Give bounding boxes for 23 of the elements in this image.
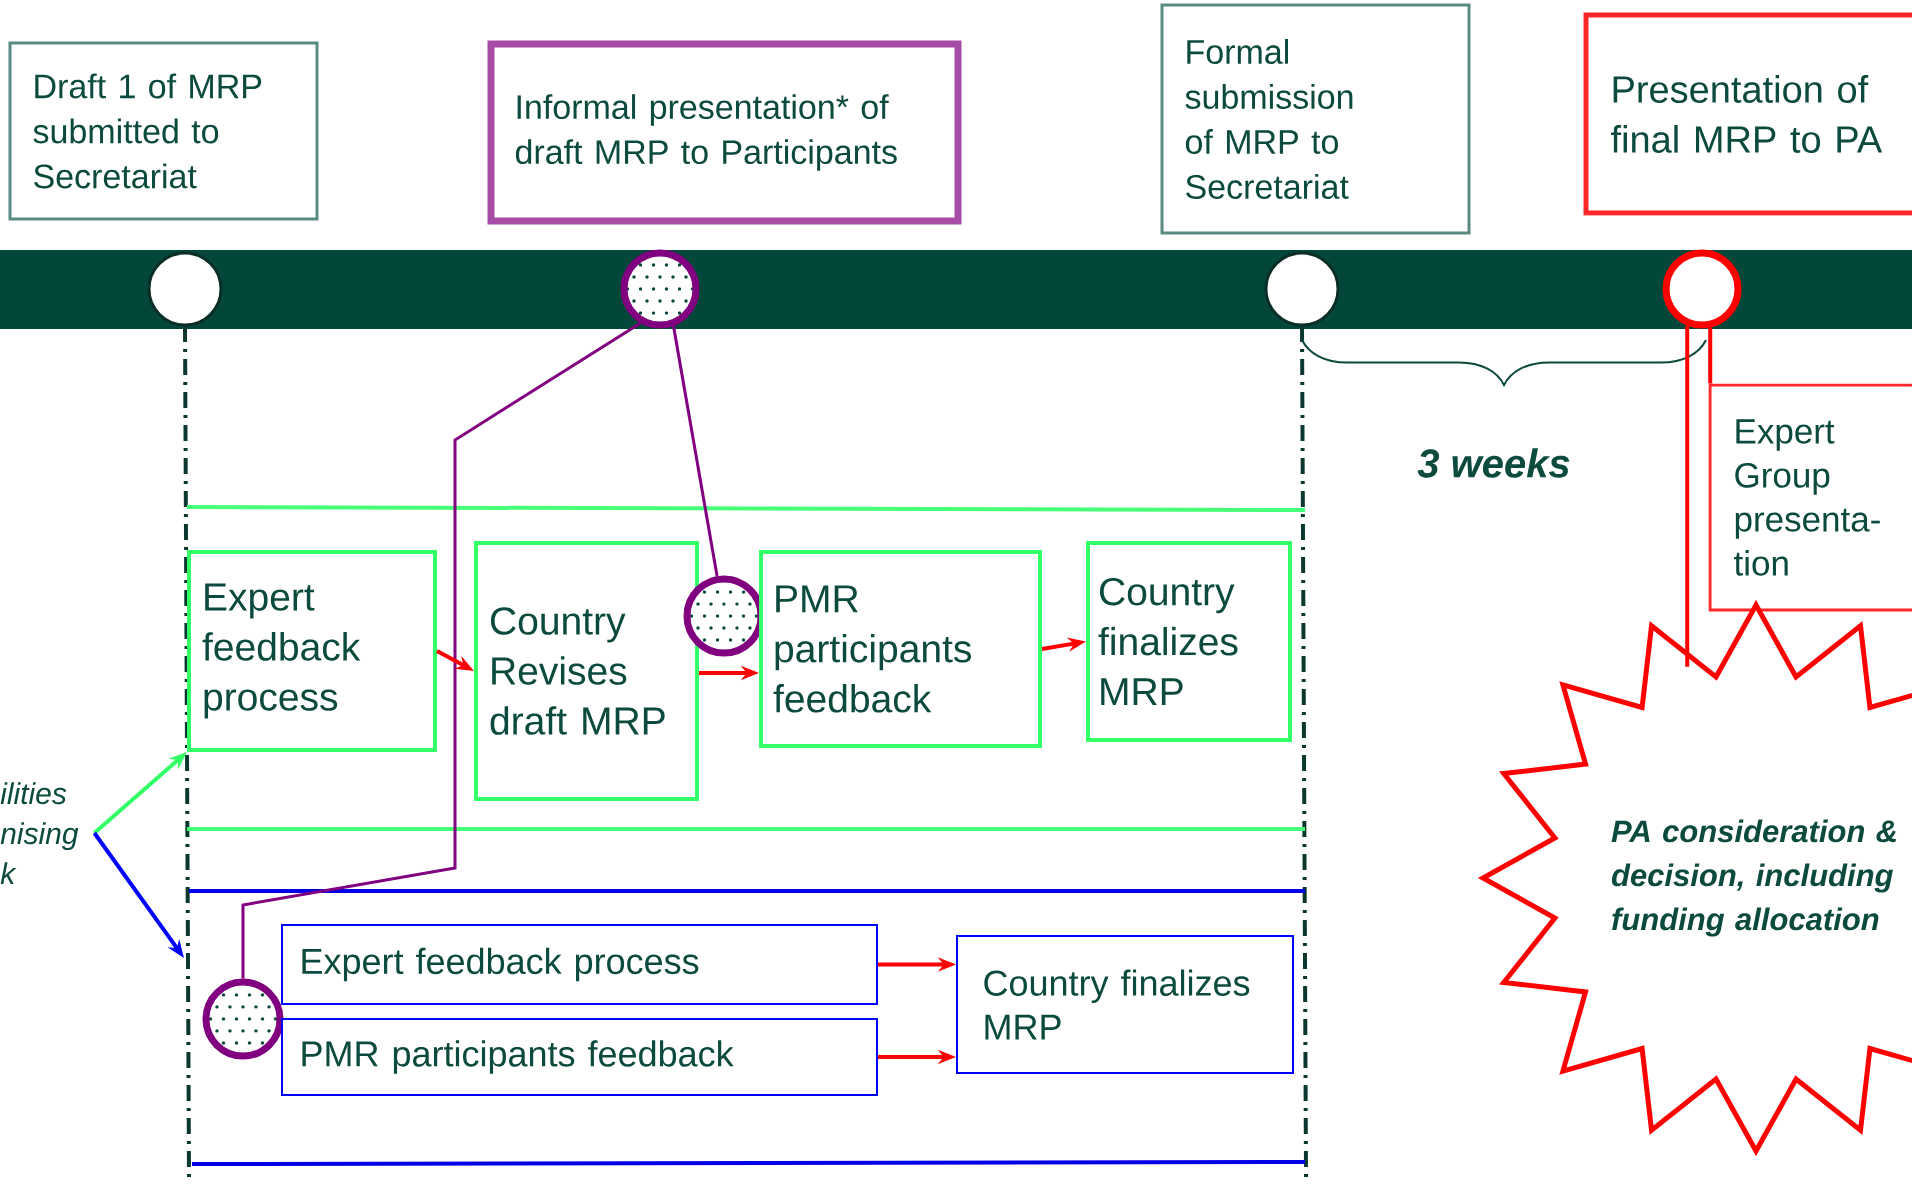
duration-label: 3 weeks (1417, 448, 1570, 478)
connector-line (241, 321, 642, 979)
connector-line (1708, 327, 1713, 384)
node-label: PA consideration & decision, including funding allocation (1611, 819, 1897, 937)
process-box: Expert feedback process (281, 924, 878, 1005)
milestone-circle (1264, 251, 1340, 327)
dotted-circle (620, 249, 700, 329)
side-note: ilities nising k (0, 782, 79, 884)
milestone-box: Draft 1 of MRP submitted to Secretariat (8, 41, 319, 221)
process-box: Expert Group presenta-tion (1708, 383, 1912, 612)
milestone-box: Informal presentation* of draft MRP to Participants (487, 40, 962, 225)
connector-line (1685, 325, 1690, 667)
milestone-circle (147, 251, 223, 327)
process-box: PMR participants feedback (759, 550, 1042, 748)
process-box: Country finalizes MRP (1086, 541, 1292, 742)
connector-line (672, 325, 719, 577)
process-box: Country finalizes MRP (956, 935, 1294, 1074)
milestone-box: Presentation of final MRP to PA (1583, 12, 1912, 216)
process-box: PMR participants feedback (281, 1018, 878, 1096)
process-box: Country Revises draft MRP (474, 541, 699, 801)
process-box: Expert feedback process (187, 550, 437, 752)
dotted-circle (202, 978, 284, 1060)
milestone-box: Formal submission of MRP to Secretariat (1160, 3, 1471, 235)
